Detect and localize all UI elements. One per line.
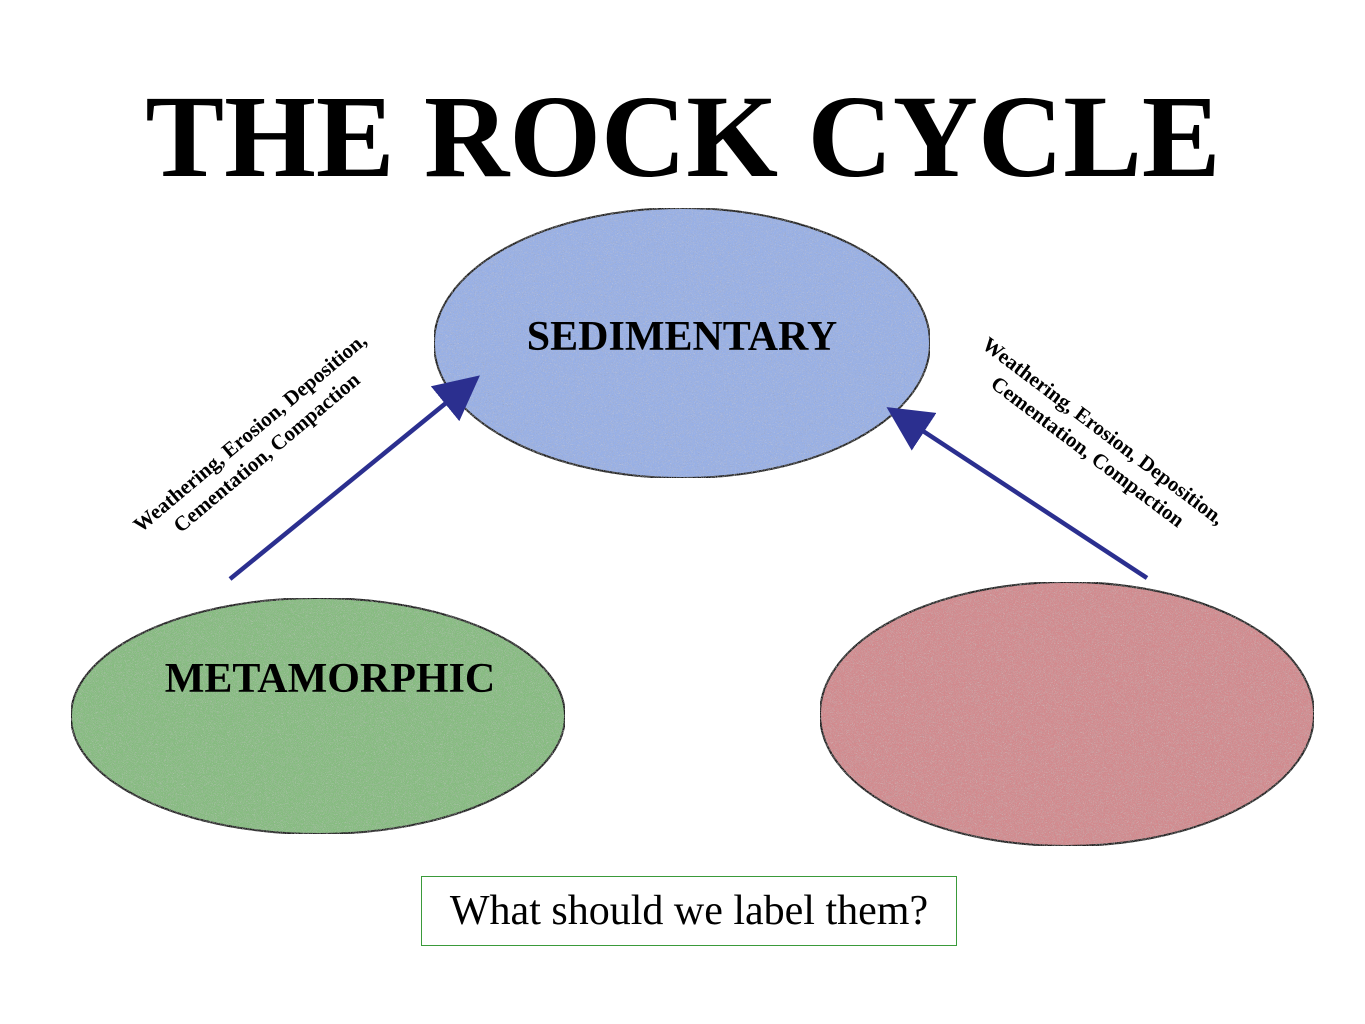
- metamorphic-label: METAMORPHIC: [165, 656, 496, 702]
- metamorphic-ellipse: [70, 597, 566, 835]
- right-arrow: [886, 407, 1149, 580]
- question-text: What should we label them?: [449, 888, 929, 934]
- sedimentary-label: SEDIMENTARY: [527, 314, 837, 360]
- left-arrow: [228, 375, 480, 581]
- right-process-label: Weathering, Erosion, Deposition, Cementa…: [978, 332, 1229, 532]
- question-box: What should we label them?: [421, 876, 957, 946]
- sedimentary-node: SEDIMENTARY: [433, 207, 931, 479]
- left-process-line-1: Weathering, Erosion, Deposition,: [128, 328, 371, 537]
- left-process-line-2: Cementation, Compaction: [169, 367, 365, 537]
- right-process-line-2: Cementation, Compaction: [986, 371, 1189, 532]
- left-process-label: Weathering, Erosion, Deposition, Cementa…: [128, 328, 371, 537]
- metamorphic-node: METAMORPHIC: [70, 597, 566, 835]
- unlabeled-rock-ellipse: [819, 581, 1315, 847]
- unlabeled-rock-node: [819, 581, 1315, 847]
- sedimentary-ellipse: [433, 207, 931, 479]
- right-process-line-1: Weathering, Erosion, Deposition,: [978, 332, 1229, 530]
- page-title: THE ROCK CYCLE: [145, 71, 1220, 202]
